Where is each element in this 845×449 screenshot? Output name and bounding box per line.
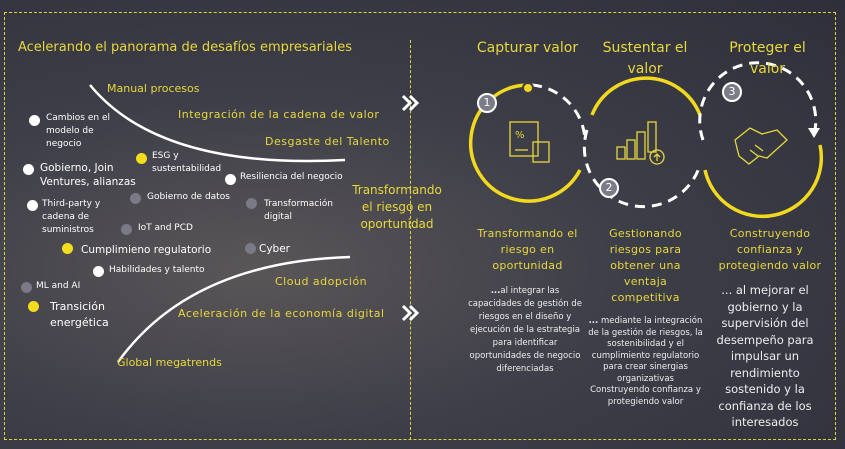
megatrend-label: Aceleración de la economía digital — [178, 307, 385, 320]
svg-text:%: % — [515, 130, 525, 141]
megatrend-label: Global megatrends — [117, 356, 222, 369]
left-title: Acelerando el panorama de desafíos empre… — [18, 40, 352, 55]
bar-chart-growth-icon — [616, 121, 665, 165]
divider — [410, 40, 411, 440]
handshake-icon — [734, 127, 788, 165]
step-badge-3: 3 — [722, 82, 742, 102]
bottom-curve — [116, 255, 351, 363]
megatrend-label: Cloud adopción — [275, 275, 368, 288]
megatrend-label: Manual procesos — [107, 82, 200, 95]
arrowhead-icon — [808, 128, 820, 138]
step-badge-1: 1 — [477, 93, 497, 113]
step-badge-2: 2 — [599, 178, 619, 198]
finance-document-calculator-icon: % — [509, 121, 550, 163]
megatrend-label: Integración de la cadena de valor — [178, 108, 380, 121]
center-label: Transformando el riesgo en oportunidad — [352, 183, 442, 231]
megatrend-label: Desgaste del Talento — [265, 135, 390, 148]
chevron-right-icon — [401, 94, 420, 112]
chevron-right-icon — [401, 304, 420, 322]
dashed-frame — [4, 12, 836, 440]
top-curve — [89, 84, 346, 163]
